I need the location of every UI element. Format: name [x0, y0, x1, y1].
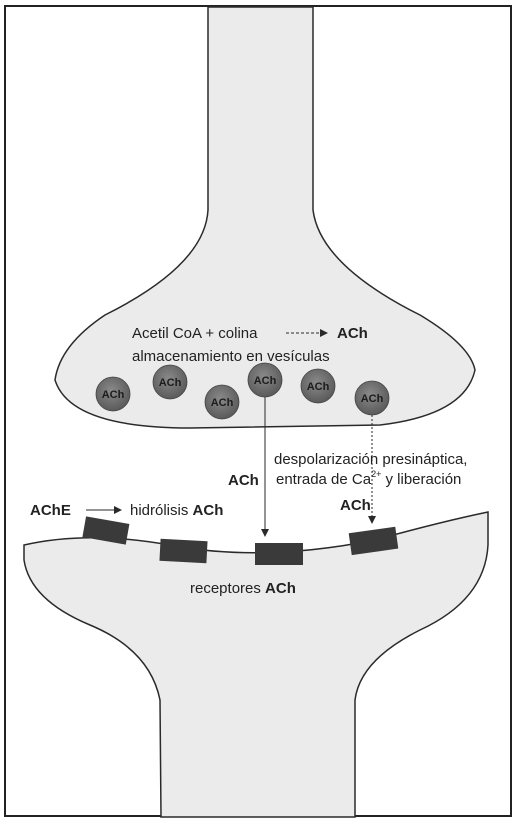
- hydrolysis-text: hidrólisis ACh: [130, 502, 223, 519]
- receptor: [159, 539, 207, 563]
- synthesis-text: Acetil CoA + colina: [132, 325, 258, 342]
- synthesis-product: ACh: [337, 325, 368, 342]
- svg-text:ACh: ACh: [254, 375, 277, 387]
- vesicle: ACh: [301, 369, 335, 403]
- released-ach-label-right: ACh: [340, 497, 371, 514]
- vesicle: ACh: [355, 381, 389, 415]
- release-line-2: entrada de Ca2+ y liberación: [276, 469, 461, 488]
- released-ach-label-left: ACh: [228, 472, 259, 489]
- svg-text:ACh: ACh: [361, 393, 384, 405]
- storage-text: almacenamiento en vesículas: [132, 348, 330, 365]
- svg-text:ACh: ACh: [102, 389, 125, 401]
- receptor: [255, 543, 303, 565]
- vesicle: ACh: [96, 377, 130, 411]
- vesicle: ACh: [248, 363, 282, 397]
- vesicle: ACh: [153, 365, 187, 399]
- ache-label: AChE: [30, 502, 71, 519]
- vesicle: ACh: [205, 385, 239, 419]
- svg-text:ACh: ACh: [211, 397, 234, 409]
- svg-text:ACh: ACh: [307, 381, 330, 393]
- release-line-1: despolarización presináptica,: [274, 451, 467, 468]
- receptors-label: receptores ACh: [190, 580, 296, 597]
- svg-text:ACh: ACh: [159, 377, 182, 389]
